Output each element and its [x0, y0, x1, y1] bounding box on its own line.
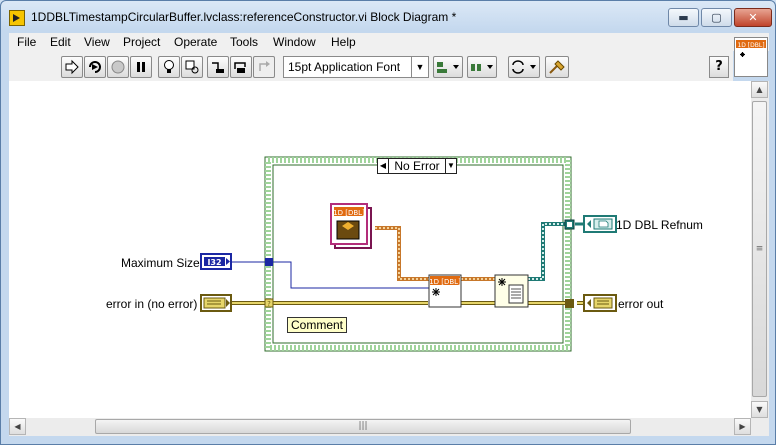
error-in-tunnel[interactable] [264, 298, 274, 308]
create-node-label: 1D [DBL] [429, 278, 461, 286]
step-out-button[interactable] [253, 56, 275, 78]
case-selector-value: No Error [394, 159, 440, 173]
run-button[interactable] [61, 56, 83, 78]
close-button[interactable]: ✕ [734, 8, 772, 27]
class-constant[interactable]: 1D [DBL] [330, 203, 372, 249]
reorder-icon [512, 60, 536, 74]
labview-vi-icon [9, 10, 25, 26]
stop-sign-icon [111, 60, 125, 74]
cube-top [342, 222, 354, 230]
vi-icon-label: 1D [DBL] [737, 42, 764, 49]
run-continuously-button[interactable] [84, 56, 106, 78]
reorder-button[interactable] [508, 56, 540, 78]
new-star-icon [432, 288, 440, 296]
dropdown-arrow-icon: ▼ [411, 57, 428, 77]
align-objects-icon [437, 62, 459, 73]
toolbar: 15pt Application Font ▼ [9, 51, 733, 81]
run-arrow-icon [65, 59, 79, 75]
menu-bar: File Edit View Project Operate Tools Win… [9, 33, 769, 51]
refnum-tunnel-center [567, 222, 572, 227]
comment-free-label[interactable]: Comment [287, 317, 347, 333]
pause-button[interactable] [130, 56, 152, 78]
block-diagram-canvas[interactable]: ? 1D [DBL] 1D [DBL] [9, 81, 751, 418]
probe-icon [185, 60, 199, 74]
window-title: 1DDBLTimestampCircularBuffer.lvclass:ref… [31, 10, 457, 24]
align-objects-button[interactable] [433, 56, 463, 78]
menu-view[interactable]: View [84, 35, 110, 49]
highlight-execution-button[interactable] [158, 56, 180, 78]
class-constant-label: 1D [DBL] [333, 209, 365, 217]
context-help-button[interactable]: ? [709, 56, 729, 78]
class-wire[interactable] [375, 227, 429, 280]
clean-up-diagram-button[interactable] [545, 56, 569, 78]
refnum-indicator-terminal[interactable] [583, 215, 617, 233]
light-bulb-icon [164, 60, 174, 73]
horizontal-scroll-thumb[interactable]: ||| [95, 419, 631, 434]
size-grip[interactable] [751, 418, 769, 436]
menu-operate[interactable]: Operate [174, 35, 218, 49]
refnum-conversion-node[interactable] [494, 274, 529, 308]
create-refnum-node[interactable]: 1D [DBL] [428, 274, 462, 308]
step-over-icon [234, 62, 246, 73]
refnum-label[interactable]: 1D DBL Refnum [616, 218, 703, 232]
case-decrement-arrow-icon[interactable]: ◀ [378, 159, 389, 173]
error-out-tunnel[interactable] [565, 299, 574, 308]
run-continuously-icon [89, 61, 101, 73]
diagram-svg: ? 1D [DBL] 1D [DBL] [200, 156, 617, 352]
menu-tools[interactable]: Tools [230, 35, 259, 49]
maximum-size-label[interactable]: Maximum Size [121, 256, 200, 270]
maximum-size-wire[interactable] [231, 261, 429, 289]
step-over-button[interactable] [230, 56, 252, 78]
i32-type-label: I32 [207, 258, 221, 267]
error-out-terminal[interactable] [583, 294, 617, 312]
menu-help[interactable]: Help [331, 35, 356, 49]
abort-button[interactable] [107, 56, 129, 78]
error-out-label[interactable]: error out [618, 297, 664, 311]
case-selector-label[interactable]: ◀ No Error ▼ [377, 158, 457, 174]
case-selector-terminal-icon: ? [267, 300, 271, 308]
menu-edit[interactable]: Edit [50, 35, 71, 49]
text-settings-dropdown[interactable]: 15pt Application Font ▼ [283, 56, 429, 78]
maximize-button[interactable]: ▢ [701, 8, 732, 27]
case-dropdown-arrow-icon[interactable]: ▼ [445, 159, 456, 173]
document-lines [511, 288, 521, 299]
title-bar[interactable]: 1DDBLTimestampCircularBuffer.lvclass:ref… [1, 1, 775, 33]
font-name: 15pt Application Font [288, 60, 401, 74]
scroll-right-button[interactable]: ▶ [734, 418, 751, 435]
error-in-terminal[interactable] [200, 294, 232, 312]
broom-icon [549, 60, 565, 74]
step-out-icon [259, 61, 270, 71]
menu-file[interactable]: File [17, 35, 37, 49]
maximum-size-tunnel[interactable] [265, 258, 273, 266]
menu-window[interactable]: Window [273, 35, 316, 49]
distribute-objects-button[interactable] [467, 56, 497, 78]
minimize-button[interactable]: ▬ [668, 8, 699, 27]
horizontal-scrollbar[interactable]: ◀ ||| ▶ [9, 418, 751, 436]
vi-icon-image: 1D [DBL] [736, 40, 766, 57]
scroll-left-button[interactable]: ◀ [9, 418, 26, 435]
case-structure-interior [272, 164, 564, 344]
retain-wire-values-button[interactable] [181, 56, 203, 78]
new-star-icon-2 [498, 278, 506, 286]
vertical-scroll-thumb[interactable]: ≡ [752, 101, 767, 397]
step-into-icon [212, 62, 224, 73]
step-into-button[interactable] [207, 56, 229, 78]
maximum-size-terminal[interactable]: I32 [200, 253, 232, 270]
pause-icon [137, 62, 145, 72]
distribute-objects-icon [471, 64, 493, 71]
refnum-wire[interactable] [528, 223, 566, 280]
vi-connector-icon[interactable]: 1D [DBL] [734, 37, 768, 77]
error-in-label[interactable]: error in (no error) [106, 297, 198, 311]
document-icon [508, 284, 524, 304]
scroll-up-button[interactable]: ▲ [751, 81, 768, 98]
menu-project[interactable]: Project [123, 35, 161, 49]
vertical-scrollbar[interactable]: ▲ ≡ ▼ [751, 81, 769, 418]
scroll-down-button[interactable]: ▼ [751, 401, 768, 418]
